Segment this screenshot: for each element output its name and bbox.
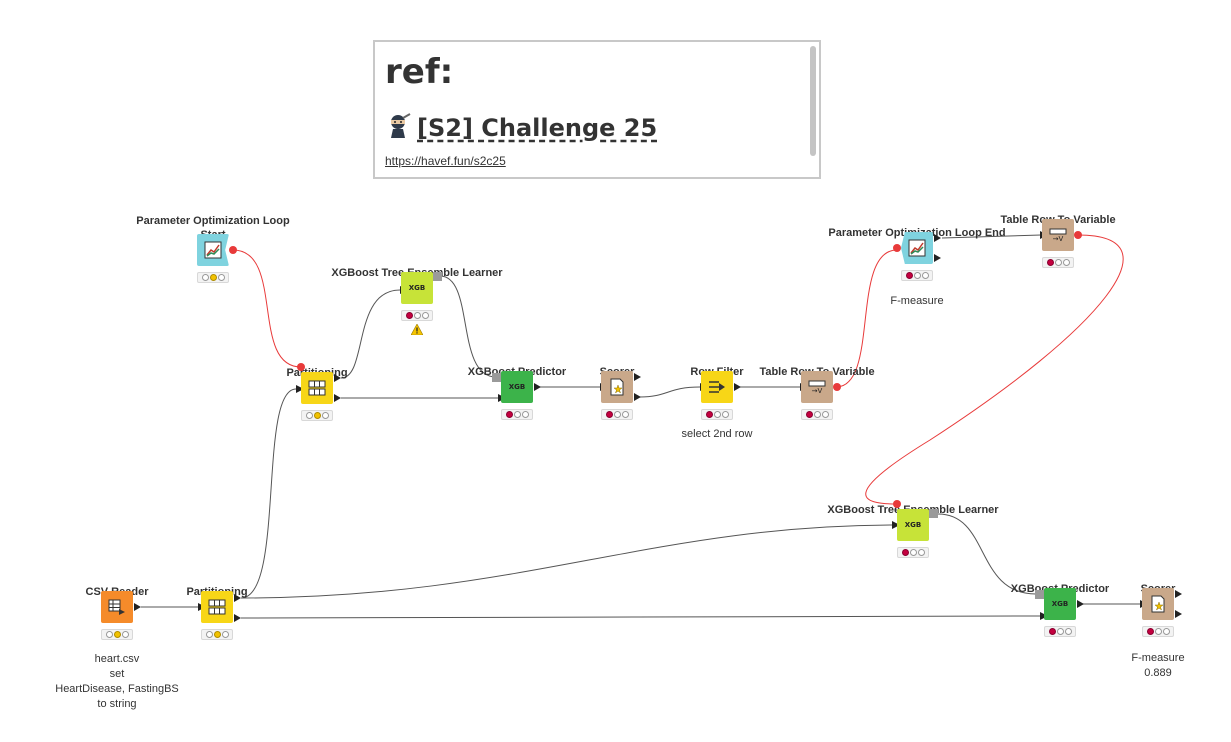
caption-line: 0.889 — [1144, 667, 1172, 679]
svg-text:→V: →V — [1053, 235, 1064, 242]
wire-arrow — [892, 521, 900, 529]
connection-wire — [240, 524, 897, 599]
xgb-learner-icon: XGB — [401, 272, 433, 304]
warning-icon — [410, 322, 424, 340]
workflow-annotation[interactable]: ref: [S2] Challenge 25 https://havef.fun… — [373, 40, 821, 179]
node-status-lights — [701, 409, 733, 420]
caption-line: set — [109, 668, 125, 680]
flow-variable-port[interactable] — [1074, 231, 1082, 239]
output-port[interactable] — [234, 594, 241, 602]
model-input-port[interactable] — [1035, 590, 1044, 599]
node-status-lights — [801, 409, 833, 420]
model-output-port[interactable] — [433, 272, 442, 281]
output-port[interactable] — [334, 374, 341, 382]
output-port[interactable] — [634, 373, 641, 381]
flow-variable-wire — [865, 234, 1124, 505]
connection-wire — [240, 615, 1041, 619]
annotation-link[interactable]: https://havef.fun/s2c25 — [385, 154, 506, 168]
connection-wire — [340, 289, 401, 379]
ninja-icon — [385, 112, 411, 144]
flow-variable-wire — [835, 249, 898, 388]
output-port[interactable] — [1077, 600, 1084, 608]
connection-wire — [639, 386, 701, 398]
annotation-heading: ref: — [385, 52, 454, 92]
flow-variable-port[interactable] — [297, 363, 305, 371]
model-input-port[interactable] — [492, 373, 501, 382]
loop-end-icon — [901, 232, 933, 264]
node-status-lights — [201, 629, 233, 640]
node-status-lights — [1044, 626, 1076, 637]
output-port[interactable] — [1175, 590, 1182, 598]
node-status-lights — [101, 629, 133, 640]
node-status-lights — [1142, 626, 1174, 637]
csv-reader-icon — [101, 591, 133, 623]
node-status-lights — [197, 272, 229, 283]
xgb-learner-icon: XGB — [897, 509, 929, 541]
connection-wire — [941, 234, 1042, 239]
output-port[interactable] — [334, 394, 341, 402]
node-caption: F-measure — [890, 295, 944, 307]
connection-wire — [240, 388, 297, 599]
partitioning-icon — [201, 591, 233, 623]
flow-variable-port[interactable] — [893, 244, 901, 252]
connection-wire — [937, 513, 1037, 595]
flow-variable-port[interactable] — [229, 246, 237, 254]
svg-text:→V: →V — [812, 387, 823, 394]
flow-variable-port[interactable] — [833, 383, 841, 391]
node-caption: select 2nd row — [681, 428, 753, 440]
connection-wire — [439, 275, 497, 378]
node-status-lights — [501, 409, 533, 420]
flow-variable-port[interactable] — [893, 500, 901, 508]
output-port[interactable] — [634, 393, 641, 401]
node-status-lights — [301, 410, 333, 421]
node-caption: F-measure 0.889 — [1078, 651, 1231, 681]
output-port[interactable] — [134, 603, 141, 611]
scorer-icon — [601, 371, 633, 403]
annotation-scrollbar[interactable] — [810, 46, 816, 156]
node-status-lights — [601, 409, 633, 420]
output-port[interactable] — [1175, 610, 1182, 618]
node-caption: heart.csv set HeartDisease, FastingBS to… — [37, 652, 197, 712]
table-row-to-variable-icon: →V — [801, 371, 833, 403]
xgb-predictor-icon: XGB — [1044, 588, 1076, 620]
node-status-lights — [897, 547, 929, 558]
flow-variable-wire — [232, 249, 302, 368]
partitioning-icon — [301, 372, 333, 404]
annotation-title-text: [S2] Challenge 25 — [417, 114, 658, 142]
annotation-title[interactable]: [S2] Challenge 25 — [385, 112, 657, 144]
row-filter-icon — [701, 371, 733, 403]
output-port[interactable] — [534, 383, 541, 391]
caption-line: F-measure — [1131, 652, 1185, 664]
caption-line: heart.csv — [94, 653, 140, 665]
scorer-icon — [1142, 588, 1174, 620]
xgb-predictor-icon: XGB — [501, 371, 533, 403]
node-status-lights — [1042, 257, 1074, 268]
wire-arrow — [296, 385, 304, 393]
output-port[interactable] — [234, 614, 241, 622]
loop-start-icon — [197, 234, 229, 266]
node-status-lights — [401, 310, 433, 321]
output-port[interactable] — [734, 383, 741, 391]
table-row-to-variable-icon: →V — [1042, 219, 1074, 251]
output-port[interactable] — [934, 234, 941, 242]
caption-line: to string — [97, 698, 137, 710]
node-status-lights — [901, 270, 933, 281]
caption-line: HeartDisease, FastingBS — [55, 683, 179, 695]
model-output-port[interactable] — [929, 509, 938, 518]
output-port[interactable] — [934, 254, 941, 262]
